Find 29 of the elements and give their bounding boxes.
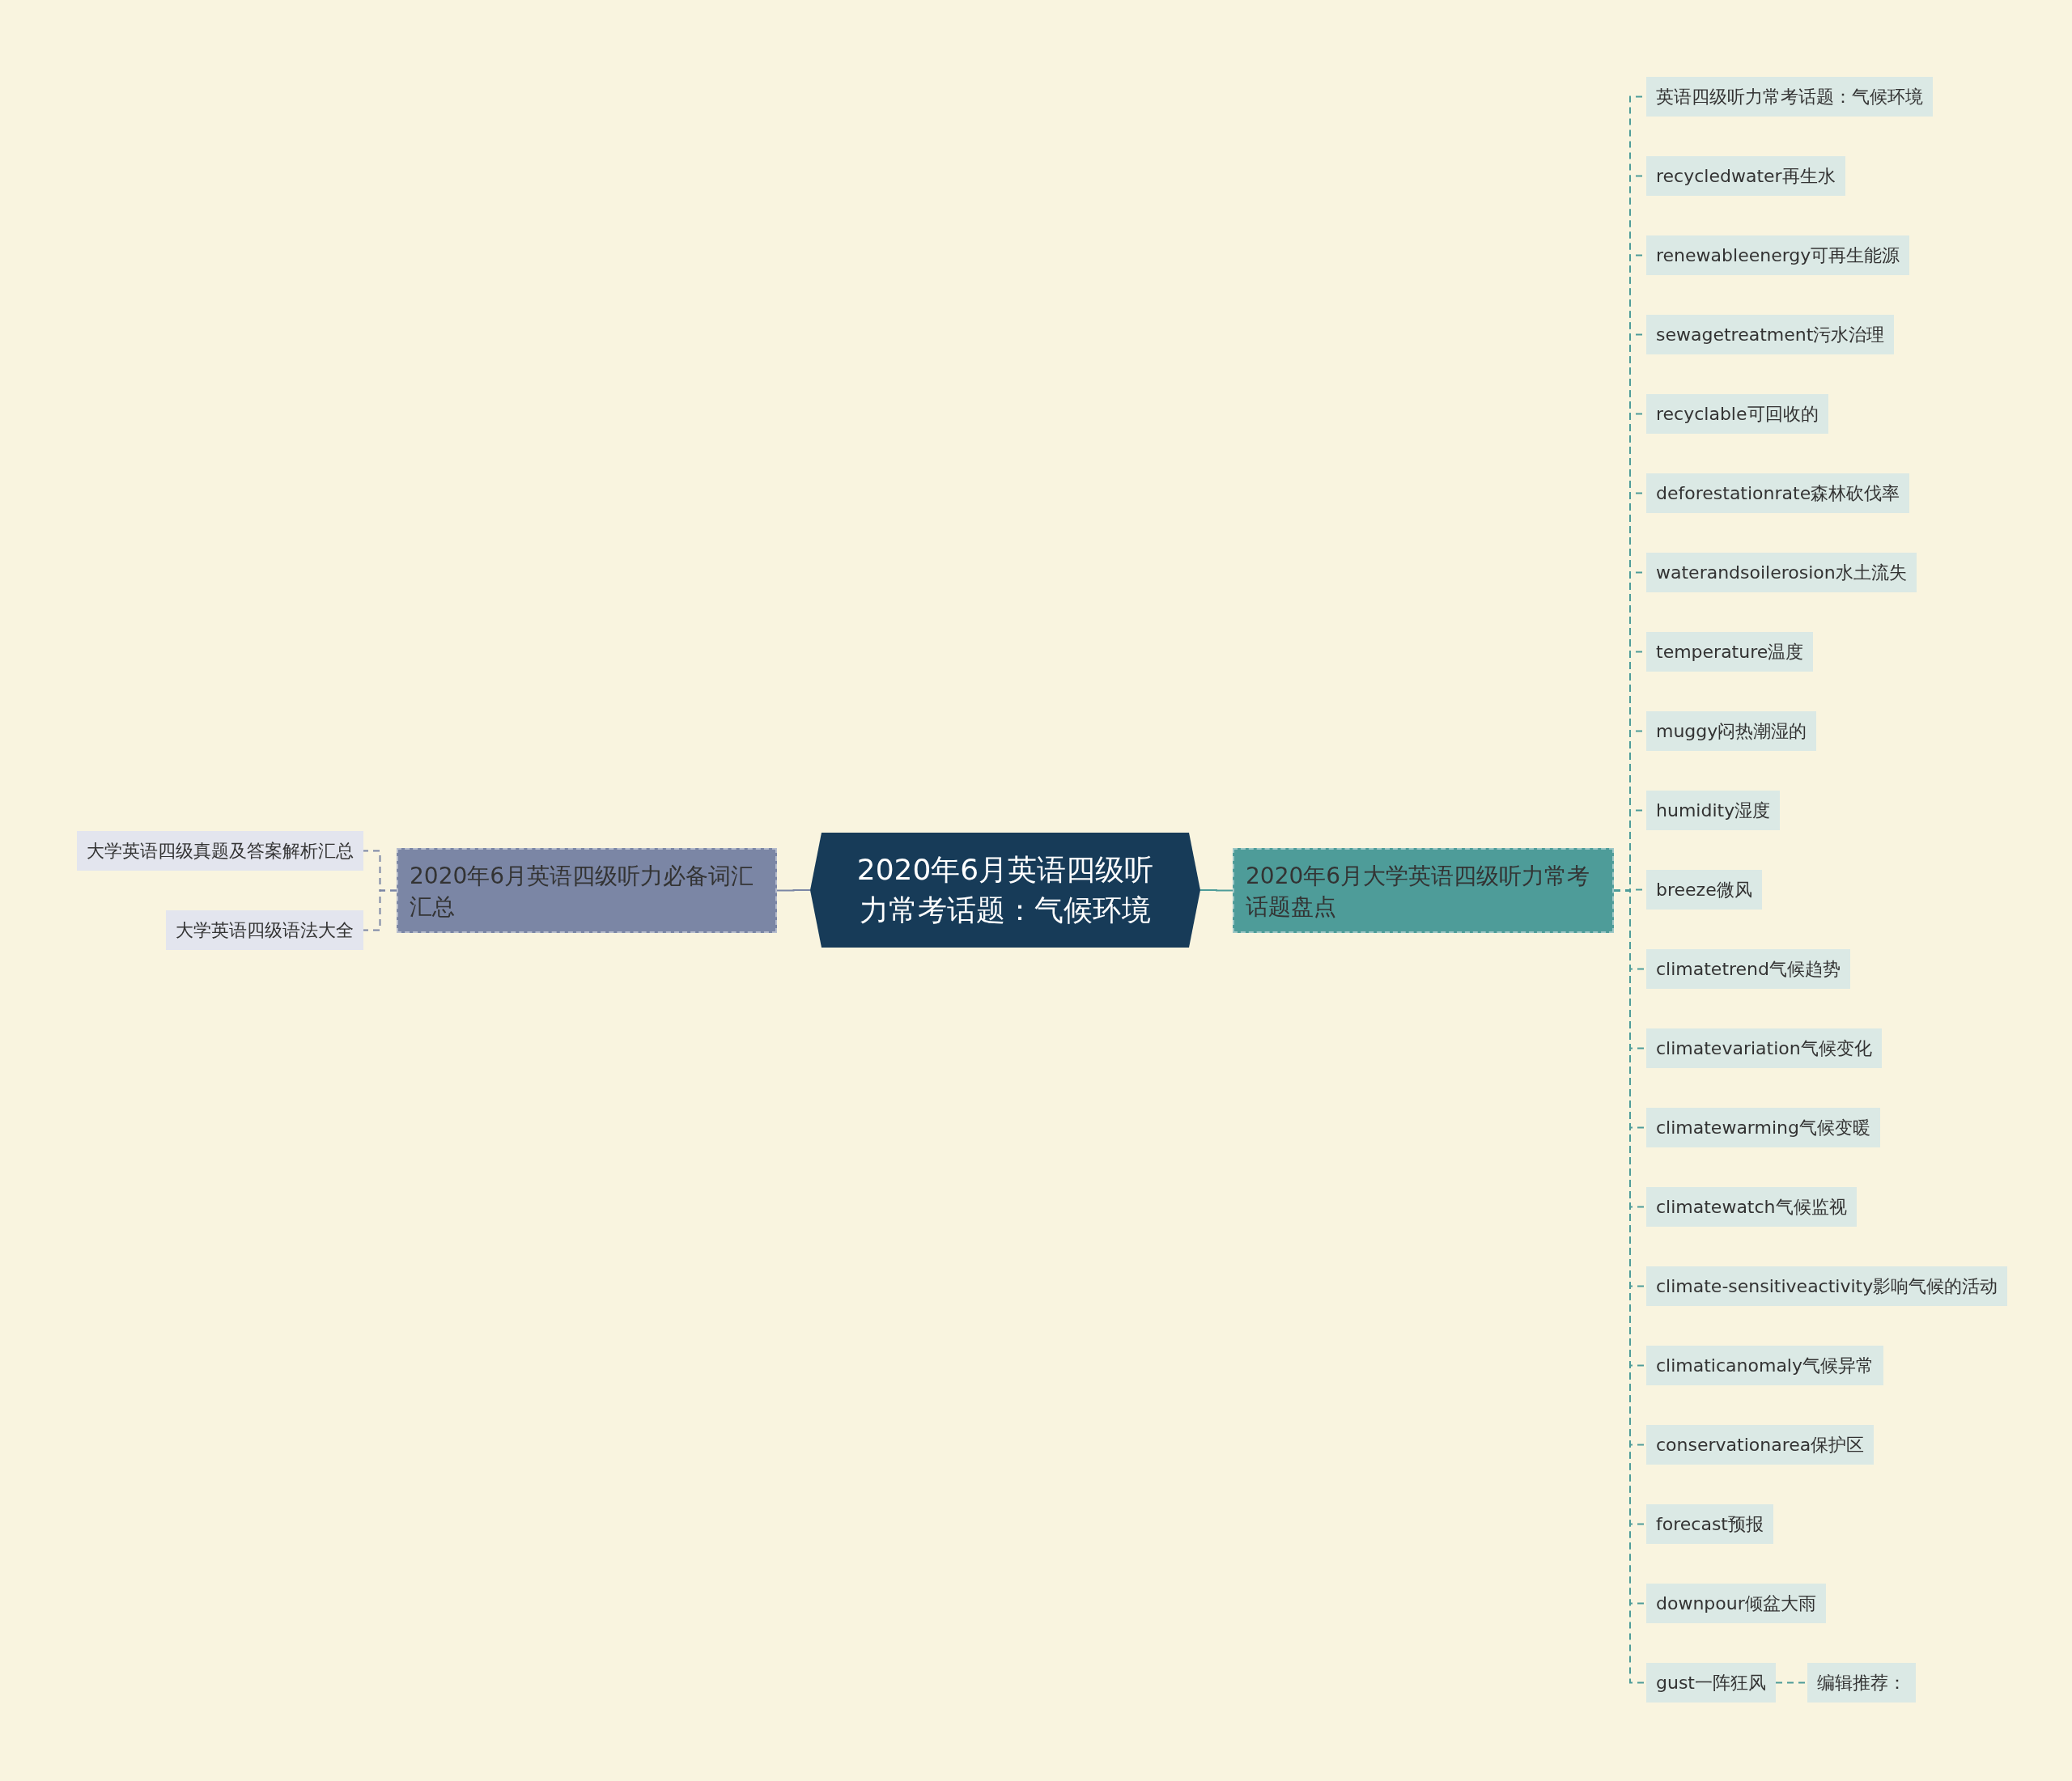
subtopic-box: waterandsoilerosion水土流失 — [1646, 552, 1917, 592]
subtopic-box: recyclable可回收的 — [1646, 393, 1828, 434]
subtopic-box: forecast预报 — [1646, 1503, 1773, 1544]
subtopic-box: renewableenergy可再生能源 — [1646, 235, 1910, 275]
subtopic-box: climatetrend气候趋势 — [1646, 948, 1851, 989]
subtopic-box: climatewarming气候变暖 — [1646, 1107, 1880, 1147]
subtopic-box: conservationarea保护区 — [1646, 1424, 1875, 1465]
subtopic-box: humidity湿度 — [1646, 790, 1781, 830]
subtopic-box: downpour倾盆大雨 — [1646, 1583, 1826, 1623]
connector-line — [363, 889, 397, 931]
branch-topic-box: 2020年6月大学英语四级听力常考话题盘点 — [1233, 848, 1614, 933]
subtopic-box: climate-sensitiveactivity影响气候的活动 — [1646, 1266, 2008, 1306]
subtopic-box: 英语四级听力常考话题：气候环境 — [1646, 76, 1933, 117]
subtopic-box: gust一阵狂风 — [1646, 1662, 1776, 1703]
subtopic-box: 大学英语四级语法大全 — [166, 910, 363, 950]
subtopic-box: muggy闷热潮湿的 — [1646, 710, 1817, 751]
subtopic-box: sewagetreatment污水治理 — [1646, 314, 1895, 354]
subtopic-box: deforestationrate森林砍伐率 — [1646, 473, 1910, 513]
subtopic-box: recycledwater再生水 — [1646, 155, 1845, 196]
subtopic-box: 大学英语四级真题及答案解析汇总 — [77, 830, 363, 871]
subtopic-box: temperature温度 — [1646, 631, 1814, 672]
subtopic-box: climatevariation气候变化 — [1646, 1028, 1882, 1068]
branch-topic-box: 2020年6月英语四级听力必备词汇汇总 — [397, 848, 777, 933]
connector-line — [776, 889, 811, 892]
subtopic-box: climatewatch气候监视 — [1646, 1186, 1857, 1227]
connector-line — [1199, 889, 1233, 892]
subtopic-box: climaticanomaly气候异常 — [1646, 1345, 1883, 1385]
subtopic-box: breeze微风 — [1646, 869, 1762, 910]
subtopic-box: 编辑推荐： — [1807, 1662, 1916, 1703]
